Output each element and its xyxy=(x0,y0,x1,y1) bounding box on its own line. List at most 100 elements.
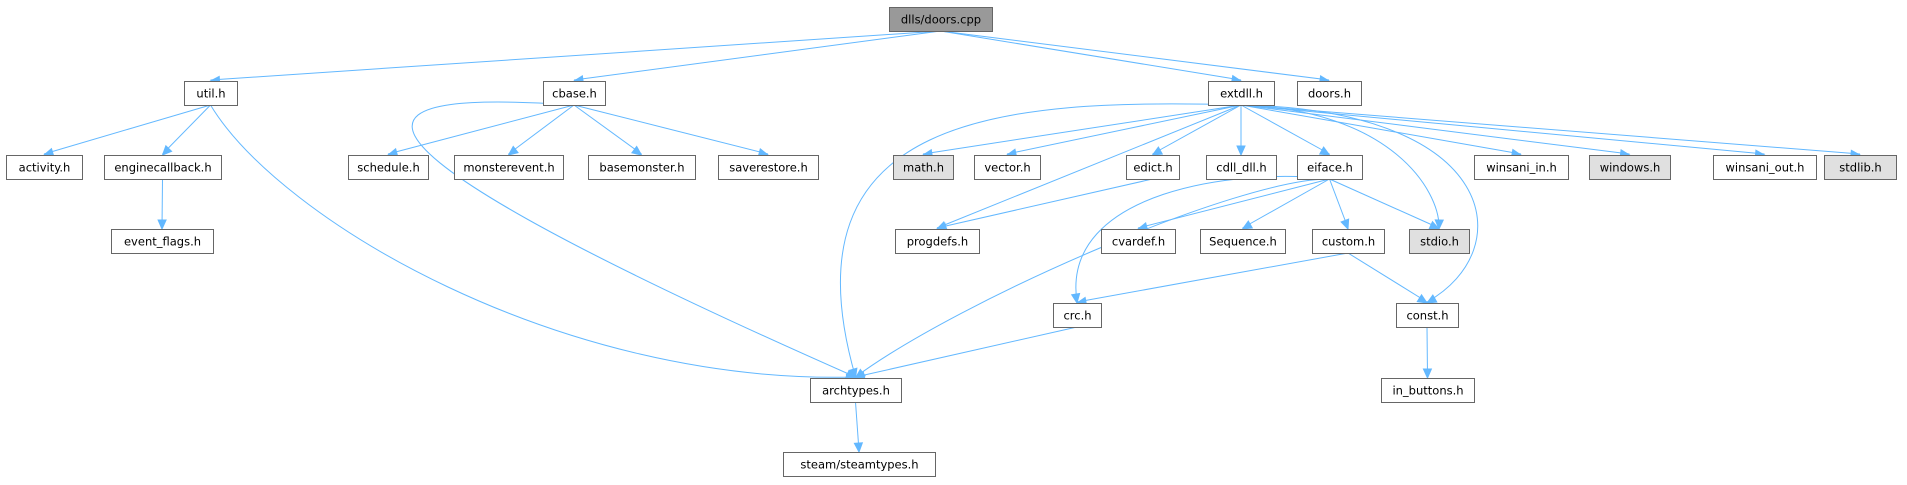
edge-eiface-to-archtypes xyxy=(855,178,1330,378)
node-archtypes[interactable]: archtypes.h xyxy=(810,378,902,403)
node-winsani-in[interactable]: winsani_in.h xyxy=(1474,155,1569,180)
edge-extdll-to-archtypes xyxy=(839,103,1242,378)
node-vector[interactable]: vector.h xyxy=(974,155,1041,180)
edge-extdll-to-math xyxy=(922,104,1242,155)
edge-eiface-to-stdio xyxy=(1329,178,1440,229)
node-custom[interactable]: custom.h xyxy=(1312,229,1385,254)
edge-util-to-enginecallback-arrowhead xyxy=(161,144,173,156)
edge-extdll-to-stdlib xyxy=(1240,104,1861,155)
node-winsani-out[interactable]: winsani_out.h xyxy=(1713,155,1817,180)
node-label: activity.h xyxy=(19,161,71,175)
edge-extdll-to-const xyxy=(1240,104,1479,303)
edge-eiface-to-custom-arrowhead xyxy=(1340,218,1350,231)
node-activity[interactable]: activity.h xyxy=(6,155,83,180)
node-crc[interactable]: crc.h xyxy=(1053,303,1102,328)
node-label: in_buttons.h xyxy=(1392,384,1463,398)
edge-custom-to-const xyxy=(1347,252,1428,303)
node-extdll[interactable]: extdll.h xyxy=(1208,81,1275,106)
node-box xyxy=(889,7,993,32)
node-box xyxy=(111,229,214,254)
edge-eiface-to-sequence-arrowhead xyxy=(1241,220,1254,230)
edge-eiface-to-crc-arrowhead xyxy=(1070,292,1081,305)
node-cvardef[interactable]: cvardef.h xyxy=(1101,229,1176,254)
node-windows[interactable]: windows.h xyxy=(1589,155,1671,180)
node-label: edict.h xyxy=(1133,161,1172,175)
node-label: saverestore.h xyxy=(729,161,808,175)
node-label: extdll.h xyxy=(1220,87,1263,101)
edge-util-to-archtypes xyxy=(210,104,856,378)
node-box xyxy=(1200,229,1286,254)
node-box xyxy=(1297,155,1363,180)
edge-cbase-to-monsterevent-arrowhead xyxy=(507,145,519,156)
edge-util-to-activity xyxy=(43,104,211,155)
node-label: cvardef.h xyxy=(1112,235,1165,249)
node-box xyxy=(1053,303,1102,328)
node-label: crc.h xyxy=(1063,309,1091,323)
edge-const-to-in_buttons-arrowhead xyxy=(1422,368,1433,380)
node-box xyxy=(104,155,222,180)
node-cdll-dll[interactable]: cdll_dll.h xyxy=(1206,155,1277,180)
node-box xyxy=(895,229,980,254)
node-label: custom.h xyxy=(1322,235,1375,249)
node-doors-h[interactable]: doors.h xyxy=(1297,81,1362,106)
node-label: vector.h xyxy=(984,161,1030,175)
node-box xyxy=(184,81,238,106)
edge-extdll-to-stdio xyxy=(1240,104,1440,229)
node-box xyxy=(1824,155,1897,180)
node-box xyxy=(588,155,696,180)
edge-enginecallback-to-event_flags-arrowhead xyxy=(157,219,167,231)
node-doors-cpp[interactable]: dlls/doors.cpp xyxy=(889,7,993,32)
node-box xyxy=(6,155,83,180)
node-label: basemonster.h xyxy=(599,161,684,175)
node-label: Sequence.h xyxy=(1209,235,1277,249)
edge-extdll-to-eiface xyxy=(1240,104,1330,155)
node-enginecallback[interactable]: enginecallback.h xyxy=(104,155,222,180)
node-stdlib[interactable]: stdlib.h xyxy=(1824,155,1897,180)
node-box xyxy=(543,81,606,106)
node-label: stdlib.h xyxy=(1839,161,1881,175)
node-box xyxy=(1297,81,1362,106)
node-math[interactable]: math.h xyxy=(893,155,954,180)
node-eiface[interactable]: eiface.h xyxy=(1297,155,1363,180)
node-box xyxy=(1396,303,1459,328)
edge-extdll-to-edict-arrowhead xyxy=(1151,146,1164,156)
node-box xyxy=(810,378,902,403)
node-util[interactable]: util.h xyxy=(184,81,238,106)
node-box xyxy=(1101,229,1176,254)
node-label: dlls/doors.cpp xyxy=(901,13,981,27)
node-box xyxy=(974,155,1041,180)
node-saverestore[interactable]: saverestore.h xyxy=(718,155,819,180)
edges-layer xyxy=(42,30,1862,454)
node-sequence[interactable]: Sequence.h xyxy=(1200,229,1286,254)
node-box xyxy=(1409,229,1470,254)
node-label: enginecallback.h xyxy=(114,161,211,175)
node-in-buttons[interactable]: in_buttons.h xyxy=(1381,378,1475,403)
node-event-flags[interactable]: event_flags.h xyxy=(111,229,214,254)
node-label: monsterevent.h xyxy=(463,161,554,175)
node-stdio[interactable]: stdio.h xyxy=(1409,229,1470,254)
edge-eiface-to-custom xyxy=(1329,178,1349,229)
node-const[interactable]: const.h xyxy=(1396,303,1459,328)
edge-doors_cpp-to-doors_h xyxy=(940,30,1330,81)
node-box xyxy=(1589,155,1671,180)
edge-doors_cpp-to-util xyxy=(210,30,941,81)
edge-extdll-to-cdll_dll-arrowhead xyxy=(1236,145,1246,157)
node-label: archtypes.h xyxy=(822,384,890,398)
node-box xyxy=(1713,155,1817,180)
edge-extdll-to-edict xyxy=(1152,104,1242,155)
node-label: cdll_dll.h xyxy=(1216,161,1266,175)
node-label: const.h xyxy=(1406,309,1448,323)
nodes-layer: dlls/doors.cpp util.h cbase.h extdll.h doors… xyxy=(6,7,1897,477)
node-box xyxy=(1381,378,1475,403)
node-basemonster[interactable]: basemonster.h xyxy=(588,155,696,180)
edge-eiface-to-cvardef xyxy=(1137,178,1330,229)
node-box xyxy=(783,452,936,477)
node-cbase[interactable]: cbase.h xyxy=(543,81,606,106)
node-steamtypes[interactable]: steam/steamtypes.h xyxy=(783,452,936,477)
node-progdefs[interactable]: progdefs.h xyxy=(895,229,980,254)
node-schedule[interactable]: schedule.h xyxy=(348,155,429,180)
node-monsterevent[interactable]: monsterevent.h xyxy=(454,155,564,180)
node-label: winsani_out.h xyxy=(1726,161,1805,175)
node-edict[interactable]: edict.h xyxy=(1126,155,1180,180)
